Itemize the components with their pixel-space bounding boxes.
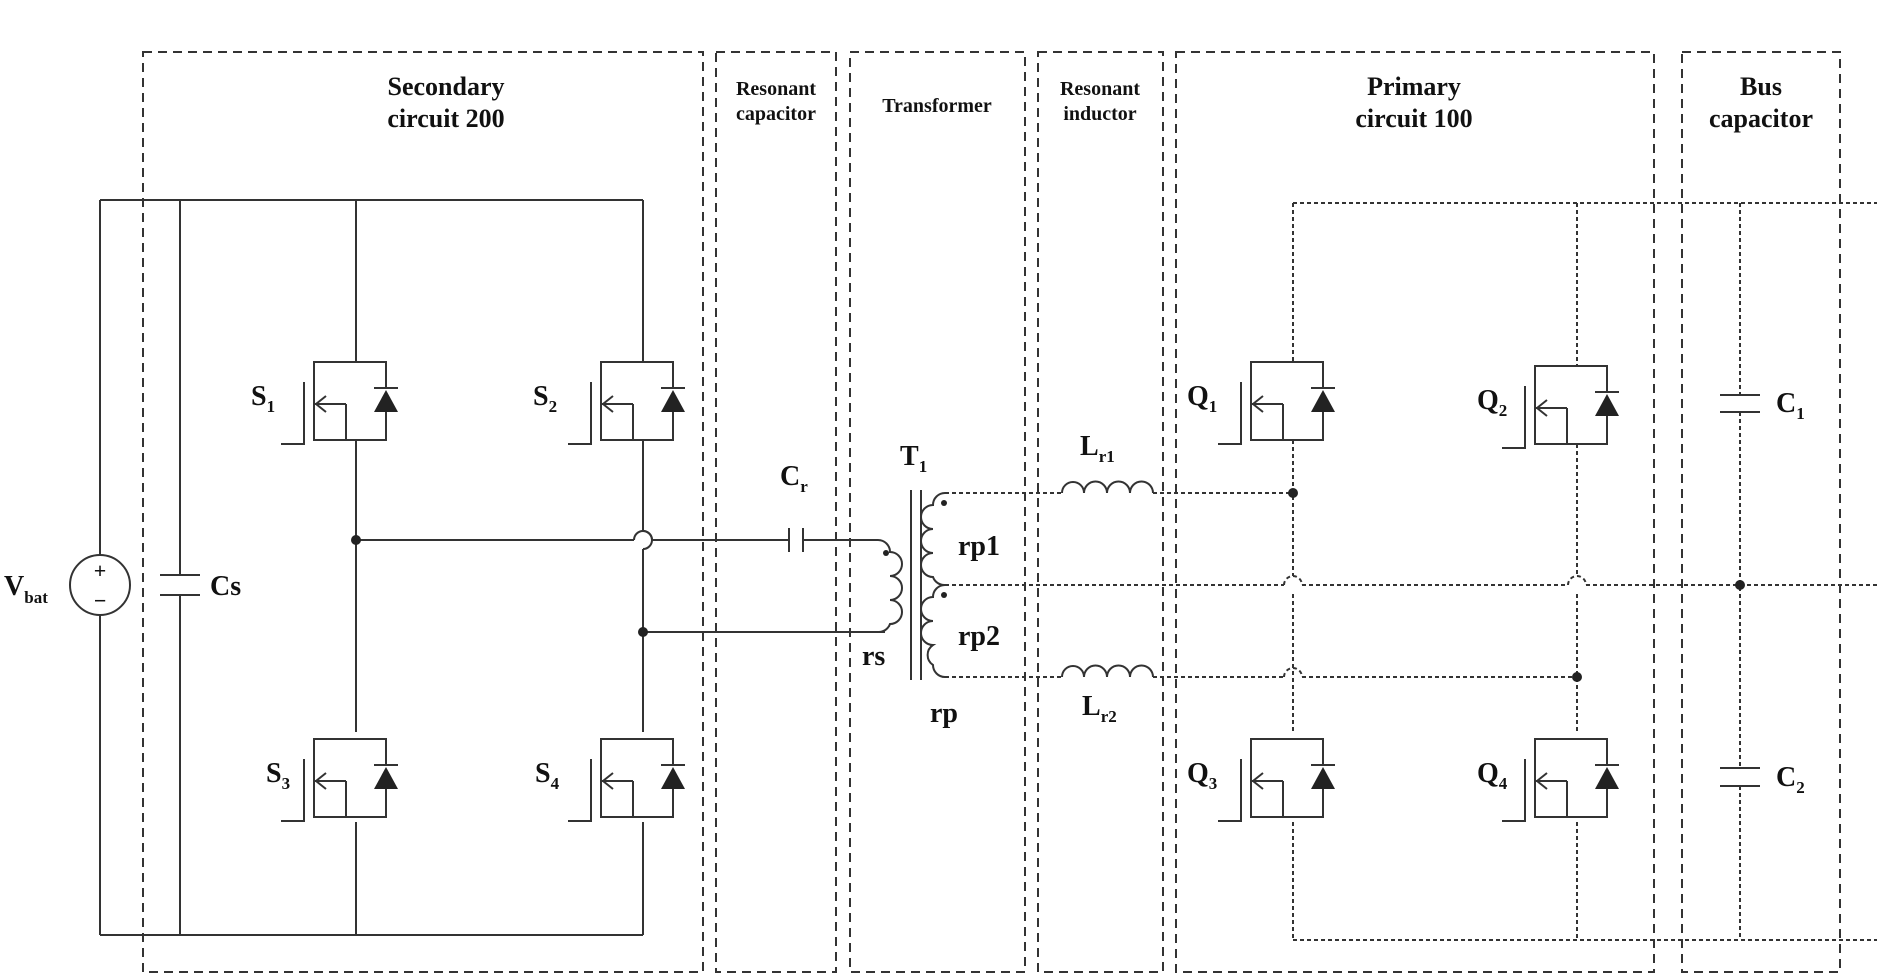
secondary-circuit-title-2: circuit 200	[387, 104, 504, 133]
cr-capacitor: Cr	[780, 461, 878, 552]
bus-capacitor-box	[1682, 52, 1840, 972]
vbat-source: + − Vbat	[4, 555, 130, 615]
bus-capacitor-c1: C1	[1720, 388, 1805, 423]
bus-capacitor-c2: C2	[1720, 762, 1805, 797]
switch-s3: S3	[266, 739, 398, 821]
bus-capacitor-title-2: capacitor	[1709, 104, 1813, 133]
switch-q3: Q3	[1187, 739, 1335, 821]
rp1-winding	[921, 493, 945, 585]
switch-s4: S4	[535, 739, 685, 821]
polarity-dot	[941, 592, 947, 598]
resonant-inductor-box	[1038, 52, 1163, 972]
lr1-label: Lr1	[1080, 431, 1115, 466]
cs-capacitor: Cs	[160, 571, 241, 602]
secondary-circuit-box	[143, 52, 703, 972]
s4-label: S4	[535, 758, 560, 793]
q2-label: Q2	[1477, 385, 1507, 420]
transformer-t1: T1 rp1 rp2 rs rp	[862, 441, 1000, 729]
cr-label: Cr	[780, 461, 808, 496]
rs-winding	[878, 540, 902, 632]
s2-label: S2	[533, 381, 557, 416]
transformer-title: Transformer	[882, 95, 992, 117]
polarity-dot	[941, 500, 947, 506]
resonant-capacitor-title: Resonant	[736, 78, 816, 100]
rp1-label: rp1	[958, 531, 1000, 562]
junction-node	[1735, 580, 1745, 590]
c1-label: C1	[1776, 388, 1805, 423]
switch-s2: S2	[533, 362, 685, 444]
primary-circuit-title: Primary	[1367, 72, 1461, 101]
rs-label: rs	[862, 641, 885, 672]
junction-node	[1288, 488, 1298, 498]
resonant-inductor-title: Resonant	[1060, 78, 1140, 100]
rp2-label: rp2	[958, 621, 1000, 652]
primary-circuit-box	[1176, 52, 1654, 972]
resonant-capacitor-box	[716, 52, 836, 972]
cs-label: Cs	[210, 571, 241, 602]
minus-sign: −	[94, 588, 107, 613]
s3-label: S3	[266, 758, 290, 793]
junction-node	[638, 627, 648, 637]
secondary-circuit-title: Secondary	[388, 72, 505, 101]
t1-label: T1	[900, 441, 927, 476]
junction-node	[1572, 672, 1582, 682]
primary-circuit-title-2: circuit 100	[1355, 104, 1472, 133]
q4-label: Q4	[1477, 758, 1508, 793]
vbat-label: Vbat	[4, 571, 48, 607]
polarity-dot	[883, 550, 889, 556]
switch-q4: Q4	[1477, 739, 1619, 821]
c2-label: C2	[1776, 762, 1805, 797]
s1-label: S1	[251, 381, 275, 416]
resonant-capacitor-title-2: capacitor	[736, 103, 816, 125]
rp2-winding	[921, 585, 945, 677]
resonant-inductor-title-2: inductor	[1063, 103, 1136, 125]
rp-label: rp	[930, 698, 958, 729]
secondary-wiring	[100, 200, 885, 935]
transformer-box	[850, 52, 1025, 972]
junction-node	[351, 535, 361, 545]
lr2-label: Lr2	[1082, 691, 1117, 726]
bus-capacitor-title: Bus	[1740, 72, 1782, 101]
switch-s1: S1	[251, 362, 398, 444]
inductor-lr1: Lr1	[1062, 431, 1153, 493]
plus-sign: +	[94, 558, 107, 583]
primary-wiring	[945, 203, 1877, 940]
inductor-lr2: Lr2	[1062, 666, 1153, 727]
q1-label: Q1	[1187, 381, 1217, 416]
switch-q2: Q2	[1477, 366, 1619, 448]
switch-q1: Q1	[1187, 362, 1335, 444]
q3-label: Q3	[1187, 758, 1217, 793]
